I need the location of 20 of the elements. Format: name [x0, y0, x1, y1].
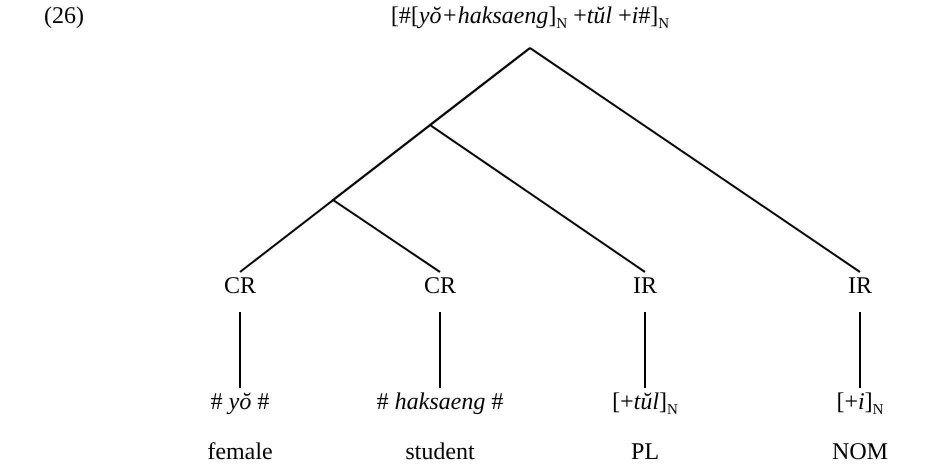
gloss-text: PL: [631, 438, 659, 466]
tree-branch: [428, 47, 646, 273]
tree-branch: [859, 312, 861, 388]
tree-branch: [529, 47, 861, 273]
tree-branch: [239, 312, 241, 388]
morpheme-text: [+i]$_{N}$: [836, 388, 884, 416]
morpheme-text: # yŏ #: [210, 388, 270, 416]
category-label: CR: [424, 272, 456, 300]
gloss-text: female: [207, 438, 273, 466]
tree-branch: [644, 312, 646, 388]
category-label: IR: [848, 272, 872, 300]
morpheme-text: # haksaeng #: [376, 388, 504, 416]
tree-branch: [439, 312, 441, 388]
gloss-text: student: [405, 438, 475, 466]
example-number: (26): [44, 2, 84, 30]
root-label: [#[yŏ+haksaeng]$_{N}$ +tŭl +i#]$_{N}$: [390, 2, 670, 30]
morpheme-text: [+tŭl]$_{N}$: [612, 388, 678, 416]
category-label: CR: [224, 272, 256, 300]
category-label: IR: [633, 272, 657, 300]
gloss-text: NOM: [832, 438, 888, 466]
